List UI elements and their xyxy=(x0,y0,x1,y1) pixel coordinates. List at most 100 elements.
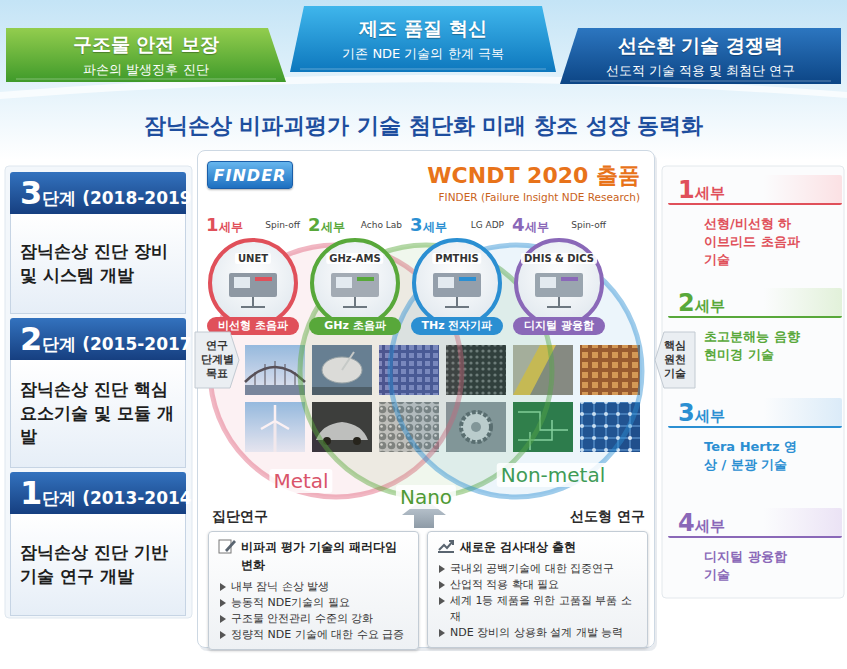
project-tag: LG ADP xyxy=(471,220,504,230)
bullet-item: 능동적 NDE기술의 필요 xyxy=(217,595,410,611)
bullet-item: 국내외 공백기술에 대한 집중연구 xyxy=(436,561,639,577)
tech-name: 선형/비선형 하이브리드 초음파 기술 xyxy=(704,215,804,270)
node-shape xyxy=(229,273,277,297)
node-shape xyxy=(290,6,556,72)
tech-name: Tera Hertz 영상 / 분광 기술 xyxy=(704,438,804,474)
tech-name: 디지털 광융합 기술 xyxy=(704,548,804,584)
stage-heading: 3단계 (2018-2019) xyxy=(10,172,186,214)
node-shape xyxy=(390,245,642,497)
bullet-box: 비파괴 평가 기술의 패러다임 변화내부 잠닉 손상 발생능동적 NDE기술의 … xyxy=(208,531,419,650)
diagram-title: 잠닉손상 비파괴평가 기술 첨단화 미래 창조 성장 동력화 xyxy=(0,111,847,141)
node-shape xyxy=(445,297,469,307)
node-shape xyxy=(234,277,250,288)
node-shape xyxy=(540,277,556,288)
goal-banner: 구조물 안전 보장파손의 발생징후 진단 xyxy=(6,28,286,82)
project-technique: THz 전자기파 xyxy=(411,317,503,335)
panel-ground xyxy=(199,153,657,651)
tech-name: 초고분해능 음향 현미경 기술 xyxy=(704,328,804,364)
project-circle: 3세부 LG ADP PMTHIS THz 전자기파 xyxy=(407,213,507,338)
tech-number: 1세부 xyxy=(668,175,842,205)
project-number: 3세부 xyxy=(410,214,447,236)
material-label: Non-metal xyxy=(497,463,610,487)
node-shape xyxy=(331,273,379,297)
box-icon xyxy=(225,540,236,552)
project-circle: 2세부Acho LabGHz-AMSGHz 초음파 xyxy=(305,213,405,338)
box-heading: 새로운 검사대상 출현 xyxy=(436,538,639,556)
stage-box: 1단계 (2013-2014)잠닉손상 진단 기반 기술 연구 개발 xyxy=(10,472,186,616)
node-shape xyxy=(357,277,374,281)
banner-title: 선순환 기술 경쟁력 xyxy=(618,33,783,59)
center-panel: WCNDT 2020 출품FINDER (Failure Insight NDE… xyxy=(197,150,655,648)
project-system: PMTHIS xyxy=(432,253,481,264)
node-shape xyxy=(438,277,454,288)
core-tech-item: 4세부디지털 광융합 기술 xyxy=(668,508,842,588)
tab-label: 핵심 원천 기술 xyxy=(655,332,695,388)
node-shape xyxy=(312,240,398,326)
banner-subtitle: 파손의 발생징후 진단 xyxy=(83,61,208,79)
group-label: 선도형 연구 xyxy=(545,508,645,526)
node-shape xyxy=(6,28,286,82)
stage-box: 3단계 (2018-2019)잠닉손상 진단 장비 및 시스템 개발 xyxy=(10,172,186,314)
banner-subtitle: 선도적 기술 적용 및 최첨단 연구 xyxy=(606,62,796,80)
tech-number: 4세부 xyxy=(668,508,842,538)
stage-heading: 2단계 (2015-2017) xyxy=(10,318,186,360)
project-system: DHIS & DICS xyxy=(521,253,597,264)
material-label: Nano xyxy=(396,485,456,509)
group-label: 집단연구 xyxy=(212,508,312,526)
banner-title: 제조 품질 혁신 xyxy=(359,16,486,42)
bullet-item: 구조물 안전관리 수준의 강화 xyxy=(217,611,410,627)
node-shape xyxy=(300,69,546,70)
badge-text: FINDER xyxy=(214,166,287,185)
tab-label: 연구 단계별 목표 xyxy=(195,332,239,388)
stage-goal: 잠닉손상 진단 장비 및 시스템 개발 xyxy=(10,214,186,314)
node-shape xyxy=(516,240,602,326)
column-frame xyxy=(5,166,192,618)
node-shape xyxy=(655,332,695,388)
bullet-item: 세계 1등 제품을 위한 고품질 부품 소재 xyxy=(436,593,639,625)
stage-heading: 1단계 (2013-2014) xyxy=(10,472,186,514)
project-system: UNET xyxy=(235,253,271,264)
project-number: 4세부 xyxy=(512,214,549,236)
bullet-item: 내부 잠닉 손상 발생 xyxy=(217,579,410,595)
exhibit-title: WCNDT 2020 출품 xyxy=(427,161,640,191)
node-shape xyxy=(547,297,571,307)
node-shape xyxy=(255,277,272,281)
stage-box: 2단계 (2015-2017)잠닉손상 진단 핵심 요소기술 및 모듈 개발 xyxy=(10,318,186,468)
stage-goal: 잠닉손상 진단 핵심 요소기술 및 모듈 개발 xyxy=(10,360,186,468)
core-tech-item: 3세부 Tera Hertz 영상 / 분광 기술 xyxy=(668,398,842,496)
box-icon xyxy=(217,538,237,554)
bullet-item: NDE 장비의 상용화 설계 개발 능력 xyxy=(436,625,639,641)
exhibit-subtitle: FINDER (Failure Insight NDE Research) xyxy=(439,191,640,203)
banner-title: 구조물 안전 보장 xyxy=(73,32,219,58)
node-shape xyxy=(570,81,831,82)
node-shape xyxy=(433,273,481,297)
node-shape xyxy=(535,273,583,297)
goal-banner: 선순환 기술 경쟁력선도적 기술 적용 및 최첨단 연구 xyxy=(560,28,841,84)
bullet-item: 정량적 NDE 기술에 대한 수요 급증 xyxy=(217,627,410,643)
box-icon xyxy=(436,538,456,554)
core-tech-item: 1세부선형/비선형 하이브리드 초음파 기술 xyxy=(668,175,842,274)
finder-badge: FINDER xyxy=(207,161,293,189)
node-shape xyxy=(16,79,276,80)
project-circle: 1세부Spin-offUNET비선형 초음파 xyxy=(203,213,303,338)
tech-number: 3세부 xyxy=(668,398,842,428)
node-shape xyxy=(210,240,296,326)
node-shape xyxy=(336,277,352,288)
banner-subtitle: 기존 NDE 기술의 한계 극복 xyxy=(342,45,503,63)
project-circle: 4세부Spin-offDHIS & DICS디지털 광융합 xyxy=(509,213,609,338)
page-ground xyxy=(0,0,847,160)
material-label: Metal xyxy=(269,469,332,493)
box-icon xyxy=(449,541,453,545)
project-tag: Acho Lab xyxy=(361,220,402,230)
box-heading: 비파괴 평가 기술의 패러다임 변화 xyxy=(217,538,410,574)
project-tag: Spin-off xyxy=(265,220,300,230)
node-shape xyxy=(560,28,841,84)
project-system: GHz-AMS xyxy=(326,253,383,264)
node-shape xyxy=(459,277,476,281)
tab-text: 핵심 원천 기술 xyxy=(662,339,688,380)
bullet-item: 산업적 적용 확대 필요 xyxy=(436,577,639,593)
node-shape xyxy=(241,297,265,307)
